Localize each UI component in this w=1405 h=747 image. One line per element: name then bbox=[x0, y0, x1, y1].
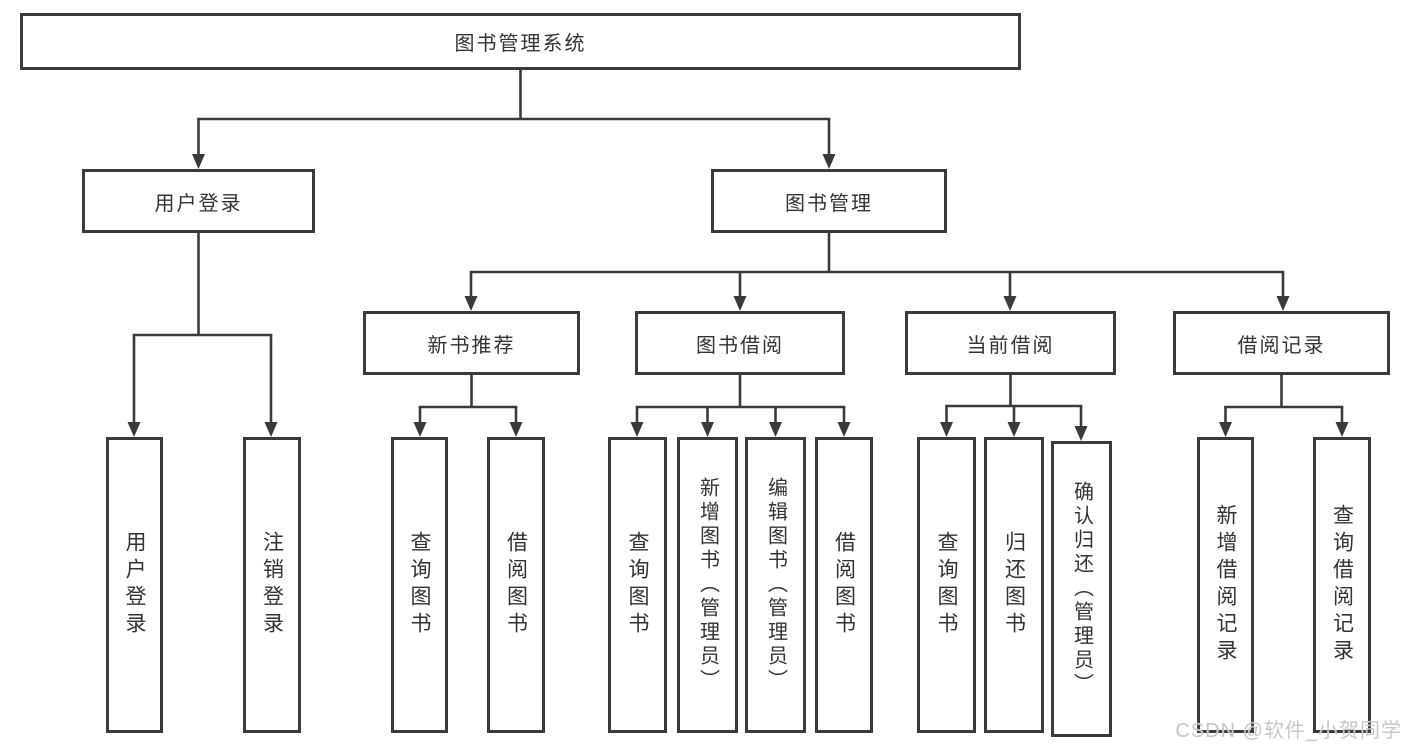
leaf-add-borrow-record: 新增借阅记录 bbox=[1197, 437, 1254, 733]
leaf-user-login-label: 用户登录 bbox=[123, 531, 146, 639]
leaf-query-borrow-record-label: 查询借阅记录 bbox=[1330, 504, 1354, 666]
leaf-return-books-label: 归还图书 bbox=[1002, 531, 1026, 639]
leaf-logout: 注销登录 bbox=[243, 437, 301, 733]
node-root: 图书管理系统 bbox=[20, 13, 1021, 70]
node-current-borrowing: 当前借阅 bbox=[905, 311, 1116, 375]
leaf-query-books-current: 查询图书 bbox=[917, 437, 976, 733]
node-user-login-label: 用户登录 bbox=[154, 192, 243, 215]
leaf-query-books-recommend-label: 查询图书 bbox=[408, 531, 431, 639]
leaf-query-borrow-record: 查询借阅记录 bbox=[1313, 437, 1371, 733]
node-book-borrowing-label: 图书借阅 bbox=[696, 334, 784, 357]
node-new-book-recommend: 新书推荐 bbox=[363, 311, 580, 375]
leaf-add-borrow-record-label: 新增借阅记录 bbox=[1214, 504, 1237, 666]
node-current-borrowing-label: 当前借阅 bbox=[966, 334, 1055, 357]
leaf-add-books-admin-label: 新增图书（管理员） bbox=[696, 477, 719, 693]
leaf-confirm-return-admin-label: 确认归还（管理员） bbox=[1070, 481, 1093, 697]
node-book-management: 图书管理 bbox=[711, 169, 947, 233]
node-borrowing-records: 借阅记录 bbox=[1173, 311, 1390, 375]
leaf-edit-books-admin: 编辑图书（管理员） bbox=[745, 437, 806, 733]
leaf-borrow-books: 借阅图书 bbox=[815, 437, 873, 733]
node-book-management-label: 图书管理 bbox=[785, 192, 873, 215]
leaf-logout-label: 注销登录 bbox=[260, 531, 284, 639]
node-user-login: 用户登录 bbox=[82, 169, 315, 233]
leaf-edit-books-admin-label: 编辑图书（管理员） bbox=[764, 477, 787, 693]
node-root-label: 图书管理系统 bbox=[454, 33, 587, 55]
leaf-borrow-books-recommend: 借阅图书 bbox=[487, 437, 545, 733]
leaf-return-books: 归还图书 bbox=[984, 437, 1044, 733]
leaf-borrow-books-label: 借阅图书 bbox=[832, 531, 856, 639]
leaf-query-books-recommend: 查询图书 bbox=[391, 437, 448, 733]
leaf-borrow-books-recommend-label: 借阅图书 bbox=[504, 531, 528, 639]
leaf-user-login: 用户登录 bbox=[106, 437, 163, 733]
leaf-query-books-borrow: 查询图书 bbox=[608, 437, 667, 733]
node-new-book-recommend-label: 新书推荐 bbox=[427, 334, 516, 357]
leaf-query-books-borrow-label: 查询图书 bbox=[626, 531, 649, 639]
csdn-watermark: CSDN @软件_小贺同学 bbox=[1175, 720, 1402, 742]
leaf-confirm-return-admin: 确认归还（管理员） bbox=[1051, 441, 1112, 737]
leaf-add-books-admin: 新增图书（管理员） bbox=[677, 437, 738, 733]
leaf-query-books-current-label: 查询图书 bbox=[935, 531, 958, 639]
node-borrowing-records-label: 借阅记录 bbox=[1237, 334, 1326, 357]
node-book-borrowing: 图书借阅 bbox=[635, 311, 845, 375]
